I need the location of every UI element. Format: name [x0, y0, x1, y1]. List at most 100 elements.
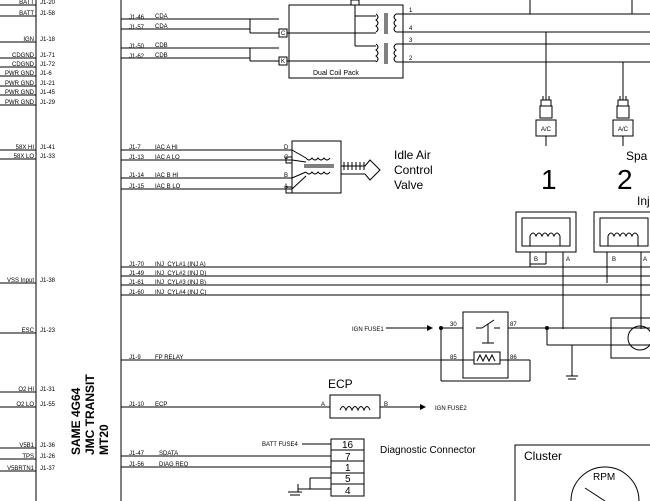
fuel-pump-motor: [627, 325, 650, 351]
coil-pack-top-terminal: [350, 0, 360, 6]
iac-line-pin: J1-7: [129, 145, 141, 151]
injector-1-terminal-a: A: [566, 257, 570, 263]
coil-line-cda-2-pin: J1-57: [129, 25, 145, 31]
ecm-pin-number: J1-38: [40, 278, 56, 284]
iac-line-pin: J1-14: [129, 173, 145, 179]
ecm-pin-number: J1-71: [40, 53, 56, 59]
ecm-pin-number: J1-58: [40, 11, 56, 17]
relay-box: [462, 311, 509, 379]
iac-label-line-2: Control: [394, 163, 433, 177]
injector-line-pin: J1-60: [129, 290, 145, 296]
coil-a-primary-winding: [375, 13, 379, 33]
coil-pack-label: Dual Coil Pack: [313, 70, 359, 77]
ecm-pin-name: PWR GND: [5, 90, 35, 96]
injector-heading: Inj: [637, 194, 650, 208]
diag-fuse-label: BATT FUSE4: [262, 442, 298, 448]
relay-terminal-87: 87: [510, 322, 517, 328]
ecm-label-line-1: SAME 4G64: [69, 387, 83, 455]
iac-line-signal: IAC B HI: [155, 173, 179, 179]
injector-line-pin: J1-49: [129, 271, 145, 277]
coil-line-cda-2-signal: CDA: [155, 24, 168, 30]
diag-line-sdata-pin: J1-47: [129, 451, 145, 457]
diag-pin-16: 16: [342, 440, 354, 451]
injector-line-pin: J1-61: [129, 280, 145, 286]
cluster-label: Cluster: [524, 449, 562, 463]
coil-output-2: 2: [409, 56, 413, 62]
coil-line-cdb-1-pin: J1-50: [129, 44, 145, 50]
ecm-pin-number: J1-37: [40, 466, 56, 472]
ecm-pin-number: J1-72: [40, 62, 56, 68]
iac-line-terminal: D: [284, 145, 289, 151]
ecm-pin-number: J1-20: [40, 0, 56, 6]
iac-line-terminal: B: [284, 173, 288, 179]
iac-line-signal: IAC B LO: [155, 184, 181, 190]
ecm-pin-number: J1-45: [40, 90, 56, 96]
iac-valve: Idle Air Control Valve: [285, 140, 433, 194]
ecp-solenoid: ECP J1-10 ECP A B IGN FUSE2: [121, 377, 467, 419]
ecm-pin-number: J1-29: [40, 100, 56, 106]
coil-line-cda-1-pin: J1-46: [129, 15, 145, 21]
rpm-gauge: [570, 466, 640, 501]
relay-fuse-label: IGN FUSE1: [352, 327, 384, 333]
spark-cylinder-2: 2: [617, 164, 633, 195]
ecm-pin-number: J1-6: [40, 71, 52, 77]
ecp-signal: ECP: [155, 402, 167, 408]
fuel-pump-body: [610, 317, 650, 359]
instrument-cluster: Cluster RPM: [514, 444, 650, 501]
ecp-coil: [339, 406, 371, 412]
fuel-pump: [546, 317, 650, 380]
iac-line-pin: J1-15: [129, 184, 145, 190]
coil-output-1: 1: [409, 8, 413, 14]
coil-terminal-k-label: K: [281, 59, 285, 65]
injector-line-signal: INJ_CYL#3 (INJ B): [155, 280, 206, 286]
ecm-pin-name: 58X HI: [16, 145, 35, 151]
injector-2-body: [593, 211, 650, 253]
ecm-pin-number: J1-33: [40, 154, 56, 160]
ecp-fuse-label: IGN FUSE2: [435, 406, 467, 412]
relay-terminal-86: 86: [510, 355, 517, 361]
ecm-pin-name: CDGND: [12, 53, 35, 59]
ecp-label: ECP: [328, 377, 353, 391]
ecm-pin-row: PWR GND J1-45: [0, 90, 56, 96]
relay-coil: [473, 351, 501, 365]
ecm-pin-name: PWR GND: [5, 81, 35, 87]
spark-plug-1-body: [539, 99, 553, 119]
injector-2-terminal-b: B: [612, 257, 616, 263]
coil-output-3: 3: [409, 38, 413, 44]
ecm-label-line-3: MT20: [97, 424, 111, 455]
iac-coil-a: [305, 157, 331, 161]
diag-pin-4: 4: [345, 486, 351, 497]
ecp-terminal-b: B: [384, 402, 388, 408]
ecm-pin-number: J1-31: [40, 387, 56, 393]
coil-terminal-c-label: C: [281, 31, 286, 37]
ecm-label-line-2: JMC TRANSIT: [83, 374, 97, 455]
injector-line-signal: INJ_CYL#4 (INJ C): [155, 290, 206, 296]
diag-label: Diagnostic Connector: [380, 445, 476, 456]
ecm-pin-number: J1-36: [40, 443, 56, 449]
iac-output-arrow: [341, 159, 381, 181]
injector-line-signal: INJ_CYL#2 (INJ D): [155, 271, 206, 277]
fp-relay-signal: FP RELAY: [155, 355, 183, 361]
coil-line-cda-1-signal: CDA: [155, 14, 168, 20]
relay-terminal-85: 85: [450, 355, 457, 361]
iac-coil-b: [305, 171, 331, 175]
iac-line-terminal: C: [284, 155, 289, 161]
diag-line-req-signal: DIAG REQ: [159, 462, 189, 468]
coil-b-secondary-winding: [393, 43, 397, 63]
spark-plug-1-label: A/C: [541, 127, 552, 133]
iac-box: [291, 140, 342, 194]
spark-plug-1: A/C 1: [535, 32, 557, 195]
coil-line-cdb-1-signal: CDB: [155, 43, 168, 49]
